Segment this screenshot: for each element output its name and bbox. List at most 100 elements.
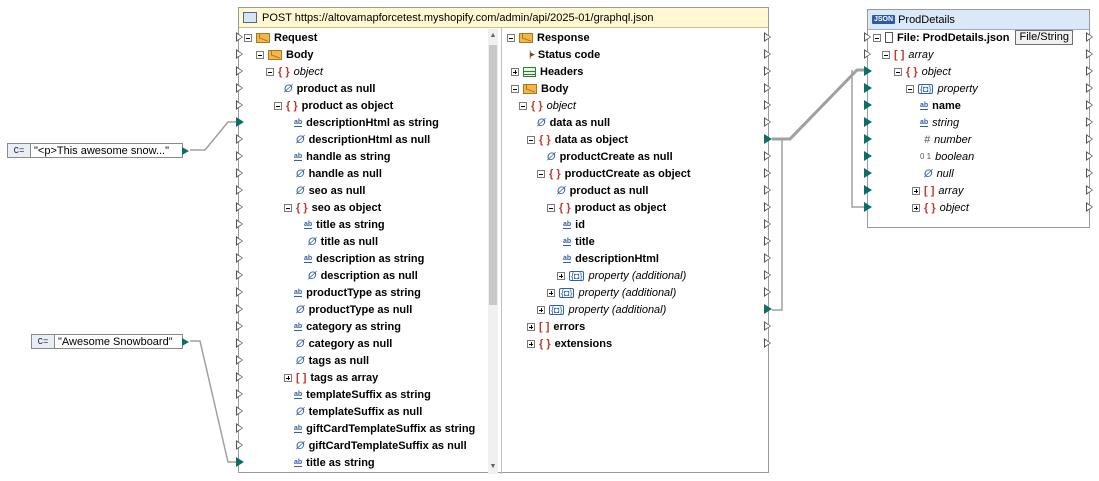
output-port[interactable] — [1086, 66, 1093, 76]
tree-row[interactable]: { }productCreate as object — [537, 165, 691, 182]
tree-row[interactable]: { }object — [894, 63, 951, 80]
input-port[interactable] — [236, 372, 243, 382]
output-port[interactable] — [1086, 185, 1093, 195]
tree-row[interactable]: Headers — [511, 63, 583, 80]
input-port[interactable] — [864, 134, 872, 144]
input-port[interactable] — [236, 117, 244, 127]
input-port[interactable] — [236, 355, 243, 365]
tree-row[interactable]: { }object — [519, 97, 576, 114]
input-port[interactable] — [236, 83, 243, 93]
file-string-button[interactable]: File/String — [1015, 30, 1073, 45]
collapse-icon[interactable] — [274, 101, 282, 110]
input-port[interactable] — [236, 423, 243, 433]
output-port[interactable] — [764, 202, 771, 212]
output-port[interactable] — [764, 185, 771, 195]
request-scrollbar[interactable]: ▲ ▼ — [488, 29, 498, 474]
output-port[interactable] — [1086, 49, 1093, 59]
expand-icon[interactable] — [547, 288, 555, 297]
output-port[interactable] — [764, 270, 771, 280]
output-port[interactable] — [764, 32, 771, 42]
input-port[interactable] — [236, 202, 243, 212]
expand-icon[interactable] — [912, 186, 920, 195]
collapse-icon[interactable] — [906, 84, 914, 93]
output-port[interactable] — [764, 321, 771, 331]
output-port[interactable] — [764, 66, 771, 76]
request-component-header[interactable]: POST https://altovamapforcetest.myshopif… — [239, 8, 768, 28]
output-port[interactable] — [764, 100, 771, 110]
input-port[interactable] — [236, 32, 243, 42]
input-port[interactable] — [236, 270, 243, 280]
expand-icon[interactable] — [284, 373, 292, 382]
collapse-icon[interactable] — [511, 84, 519, 93]
input-port[interactable] — [236, 389, 243, 399]
collapse-icon[interactable] — [873, 33, 881, 42]
output-port[interactable] — [764, 338, 771, 348]
prod-details-component[interactable]: JSON ProdDetails — [867, 9, 1090, 228]
collapse-icon[interactable] — [266, 67, 274, 76]
output-port[interactable] — [1086, 117, 1093, 127]
input-port[interactable] — [236, 168, 243, 178]
expand-icon[interactable] — [527, 322, 535, 331]
collapse-icon[interactable] — [882, 50, 890, 59]
input-port[interactable] — [236, 338, 243, 348]
collapse-icon[interactable] — [527, 135, 535, 144]
output-port[interactable] — [1086, 32, 1093, 42]
output-port[interactable] — [764, 253, 771, 263]
input-port[interactable] — [236, 321, 243, 331]
output-port[interactable] — [764, 134, 772, 144]
tree-row[interactable]: [ ]array — [912, 182, 963, 199]
expand-icon[interactable] — [912, 203, 920, 212]
tree-row[interactable]: Request — [244, 29, 317, 46]
tree-row[interactable]: [ ]errors — [527, 318, 585, 335]
output-port[interactable] — [1086, 168, 1093, 178]
input-port[interactable] — [236, 236, 243, 246]
input-port[interactable] — [864, 151, 872, 161]
tree-row[interactable]: {◘}property (additional) — [537, 301, 666, 318]
tree-row[interactable]: Body — [511, 80, 569, 97]
output-port[interactable] — [764, 49, 771, 59]
expand-icon[interactable] — [527, 339, 535, 348]
output-port[interactable] — [764, 168, 771, 178]
output-port[interactable] — [1086, 134, 1093, 144]
tree-row[interactable]: { }object — [912, 199, 969, 216]
scroll-thumb[interactable] — [489, 45, 497, 305]
collapse-icon[interactable] — [894, 67, 902, 76]
collapse-icon[interactable] — [537, 169, 545, 178]
constant-output-port[interactable] — [182, 147, 189, 155]
input-port[interactable] — [236, 406, 243, 416]
constant-output-port[interactable] — [182, 338, 189, 346]
request-component[interactable]: POST https://altovamapforcetest.myshopif… — [238, 7, 769, 474]
tree-row[interactable]: [ ]tags as array — [284, 369, 378, 386]
output-port[interactable] — [764, 236, 771, 246]
input-port[interactable] — [236, 440, 243, 450]
collapse-icon[interactable] — [519, 101, 527, 110]
tree-row[interactable]: {◘}property — [906, 80, 978, 97]
input-port[interactable] — [236, 49, 243, 59]
prod-details-header[interactable]: JSON ProdDetails — [868, 10, 1089, 30]
input-port[interactable] — [864, 168, 872, 178]
tree-row[interactable]: Body — [256, 46, 314, 63]
expand-icon[interactable] — [557, 271, 565, 280]
output-port[interactable] — [764, 117, 771, 127]
